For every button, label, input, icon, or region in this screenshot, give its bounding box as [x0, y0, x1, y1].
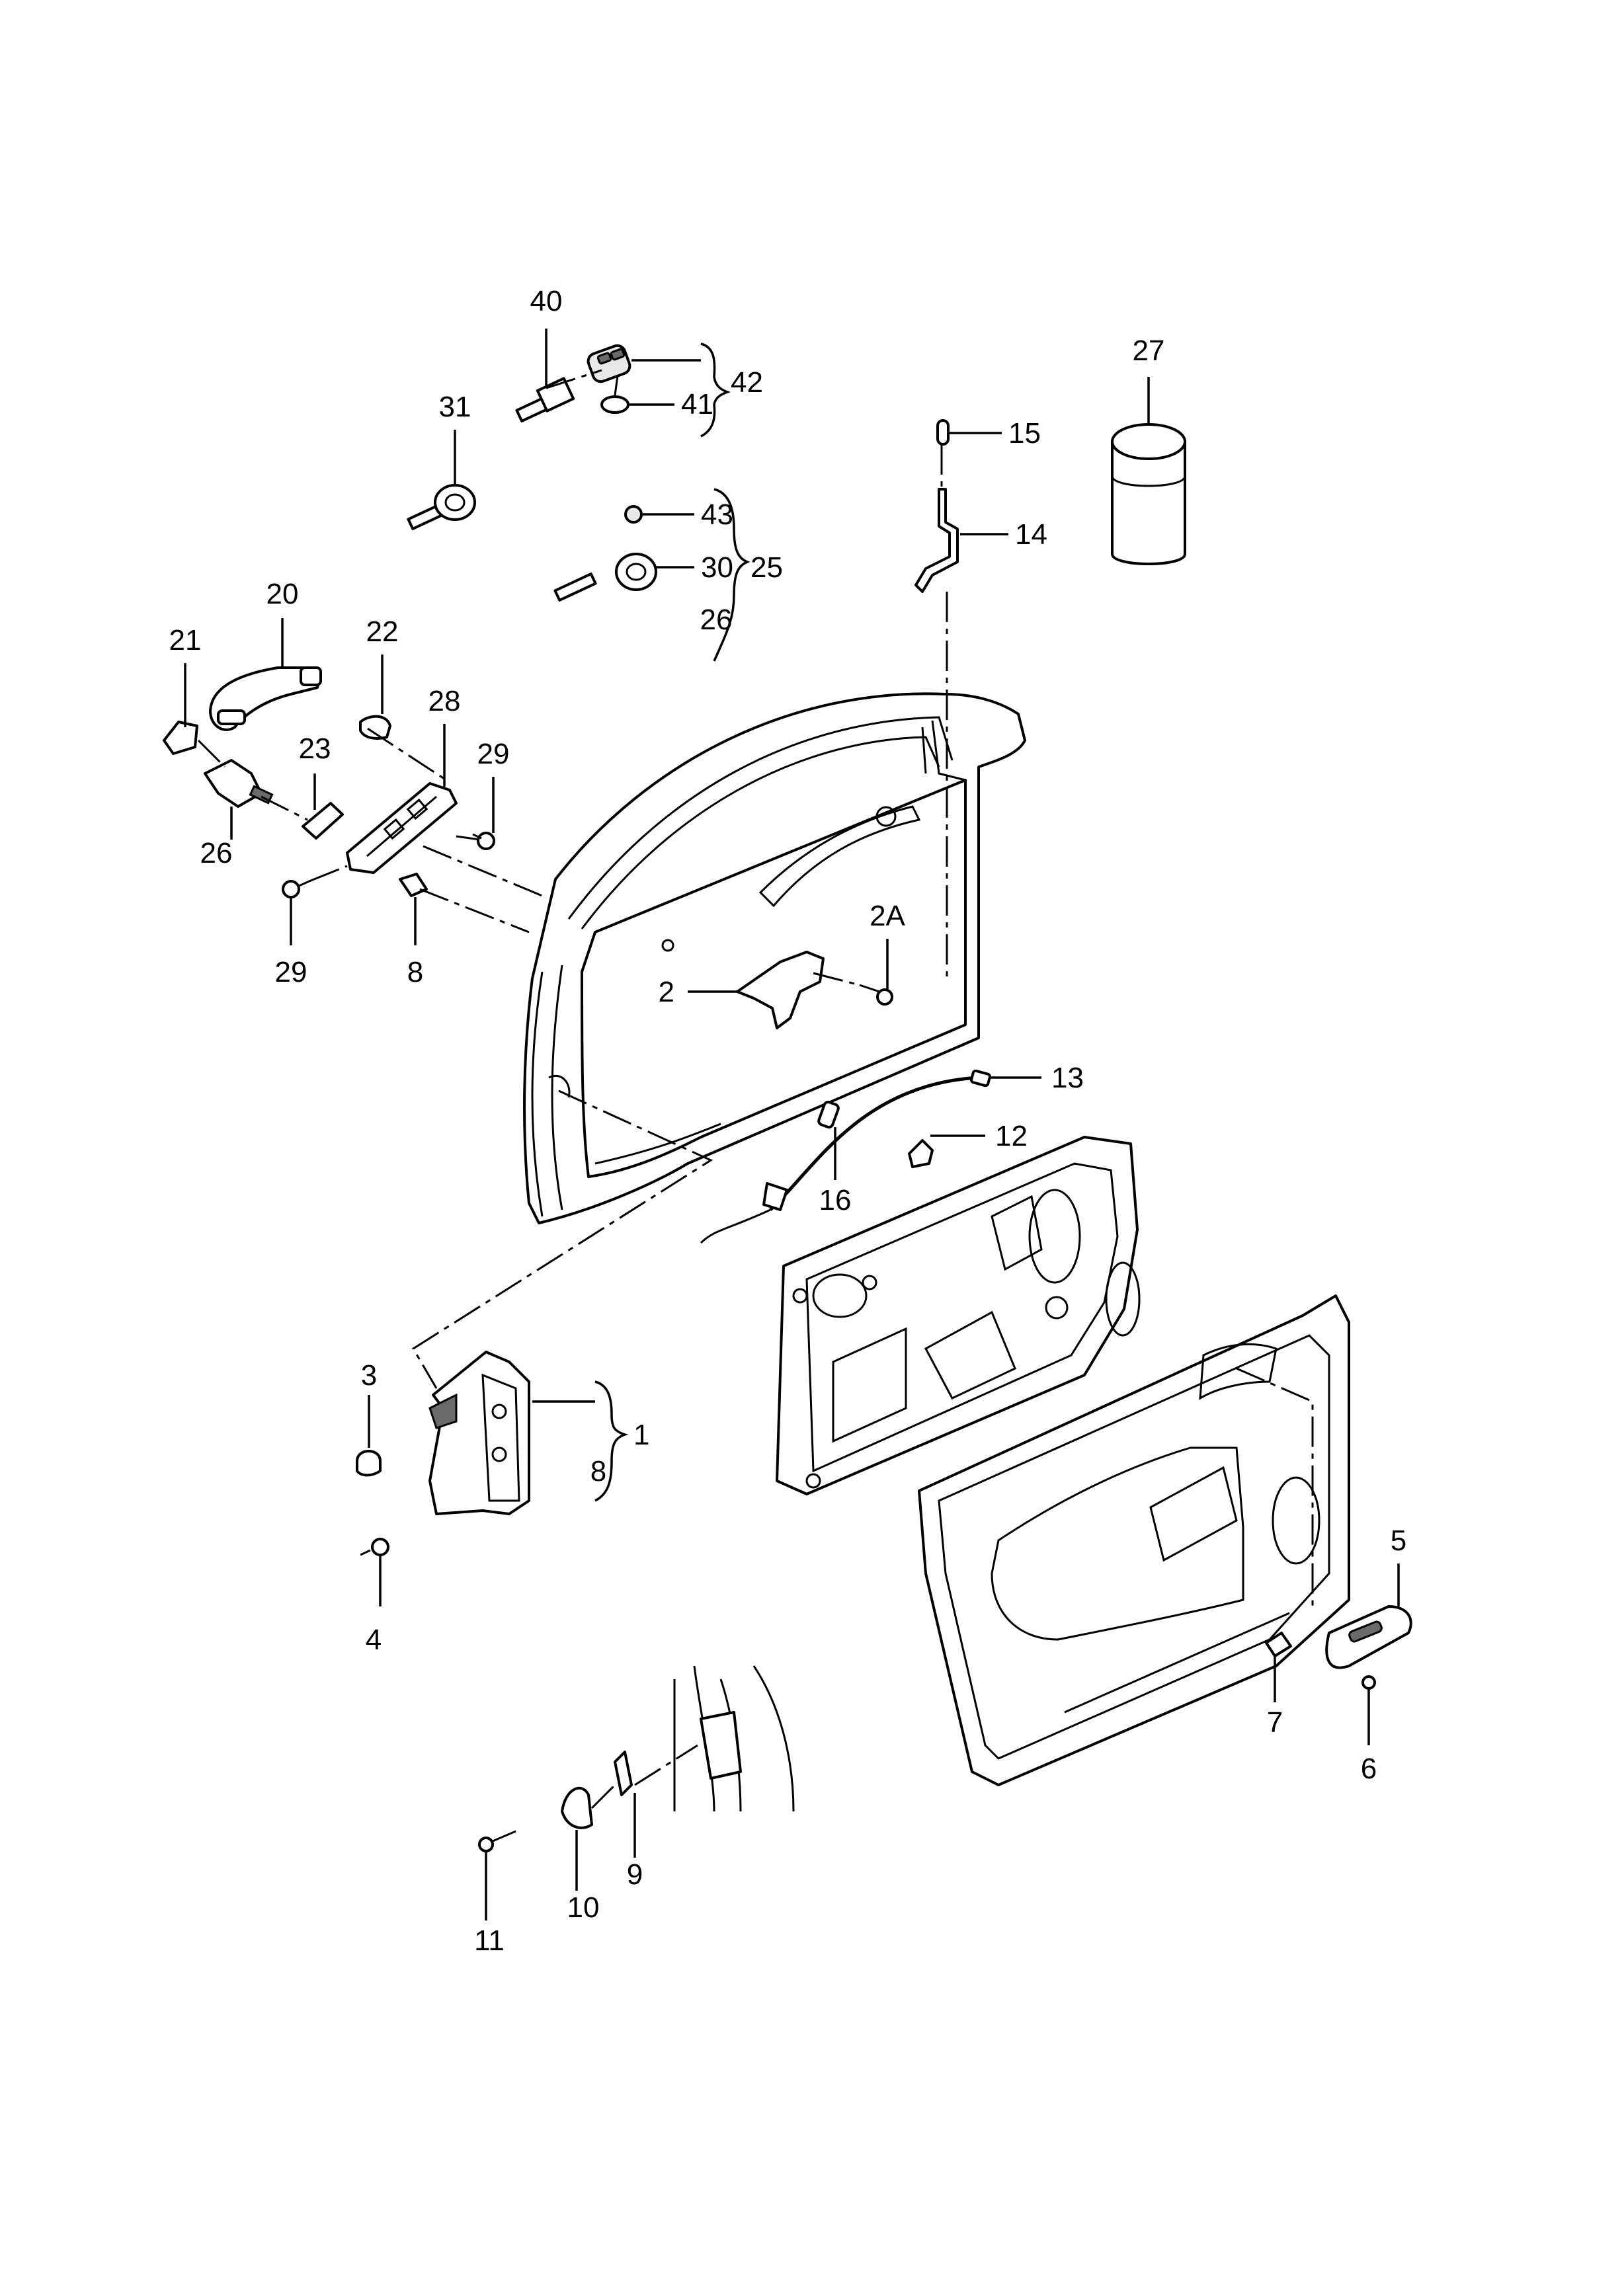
alignment-lines — [197, 369, 1314, 1809]
battery-part-41 — [600, 395, 629, 414]
callout-7: 7 — [1267, 1706, 1283, 1739]
callout-13: 13 — [1051, 1062, 1084, 1094]
callout-40: 40 — [530, 285, 563, 317]
key-part-31 — [407, 484, 476, 530]
door-lock-part-1 — [428, 1351, 530, 1515]
callout-30: 30 — [701, 551, 733, 584]
callout-8-plug: 8 — [407, 956, 423, 988]
inner-handle-part-5 — [1325, 1605, 1412, 1669]
callout-9: 9 — [627, 1858, 643, 1891]
callout-10: 10 — [567, 1891, 600, 1924]
cap-part-43 — [624, 505, 643, 524]
callout-2a: 2A — [870, 900, 905, 932]
callout-26-cylinder: 26 — [200, 837, 233, 869]
callout-11: 11 — [474, 1924, 505, 1957]
callout-29-upper: 29 — [477, 738, 510, 770]
door-trim-panel — [918, 1294, 1350, 1786]
plug-part-8a — [399, 873, 428, 897]
callout-6: 6 — [1361, 1753, 1377, 1785]
cap-part-3 — [356, 1450, 382, 1477]
callout-42: 42 — [731, 366, 763, 399]
callout-41: 41 — [681, 388, 713, 420]
pin-part-15 — [936, 419, 950, 446]
can-part-27 — [1111, 423, 1186, 565]
screw-part-6 — [1361, 1675, 1376, 1690]
callout-8-lock: 8 — [590, 1455, 606, 1487]
remote-key-part-42 — [587, 344, 631, 383]
key-blade-part-40 — [515, 377, 575, 422]
callout-16: 16 — [819, 1184, 852, 1216]
callout-31: 31 — [439, 391, 471, 423]
callout-20: 20 — [266, 578, 299, 610]
screw-part-4 — [360, 1538, 389, 1556]
callout-14: 14 — [1015, 518, 1047, 551]
bracket-part-2 — [736, 951, 825, 1029]
callout-4: 4 — [366, 1624, 382, 1656]
callout-5: 5 — [1391, 1524, 1406, 1557]
outer-handle-part-20 — [209, 666, 322, 731]
bolt-part-2a — [859, 984, 893, 1006]
callout-12: 12 — [995, 1120, 1028, 1152]
clip-part-12 — [908, 1139, 934, 1168]
callout-28: 28 — [428, 685, 461, 717]
clip-part-7 — [1265, 1632, 1292, 1657]
gasket-part-22 — [359, 715, 391, 740]
screw-part-29b — [282, 879, 311, 898]
callout-23: 23 — [299, 732, 331, 765]
callout-labels: 40 42 41 31 43 30 25 26 27 15 14 20 21 2… — [169, 285, 1407, 1957]
callout-3: 3 — [361, 1359, 377, 1392]
screw-part-29a — [472, 832, 495, 850]
lock-cylinder-part-26 — [204, 759, 274, 808]
cap-part-21 — [163, 721, 198, 755]
callout-1: 1 — [633, 1419, 649, 1451]
callout-26-key: 26 — [700, 604, 733, 636]
callout-21: 21 — [169, 624, 202, 656]
callout-27: 27 — [1133, 335, 1165, 367]
callout-25: 25 — [751, 551, 783, 584]
callout-22: 22 — [366, 615, 399, 648]
key-part-30 — [553, 553, 657, 602]
callout-43: 43 — [701, 498, 733, 531]
callout-15: 15 — [1008, 417, 1041, 450]
leader-lines — [184, 329, 1400, 1920]
braces — [594, 342, 751, 1502]
cable-part-13-16 — [700, 1069, 991, 1244]
handle-carrier-part-28 — [346, 782, 458, 874]
callout-2: 2 — [659, 976, 674, 1008]
callout-29-lower: 29 — [275, 956, 307, 988]
aggregate-carrier-panel — [776, 1136, 1141, 1495]
gasket-part-23 — [302, 802, 344, 840]
door-shell — [523, 692, 1026, 1224]
rod-part-14 — [914, 488, 959, 593]
striker-assembly — [478, 1665, 795, 1852]
